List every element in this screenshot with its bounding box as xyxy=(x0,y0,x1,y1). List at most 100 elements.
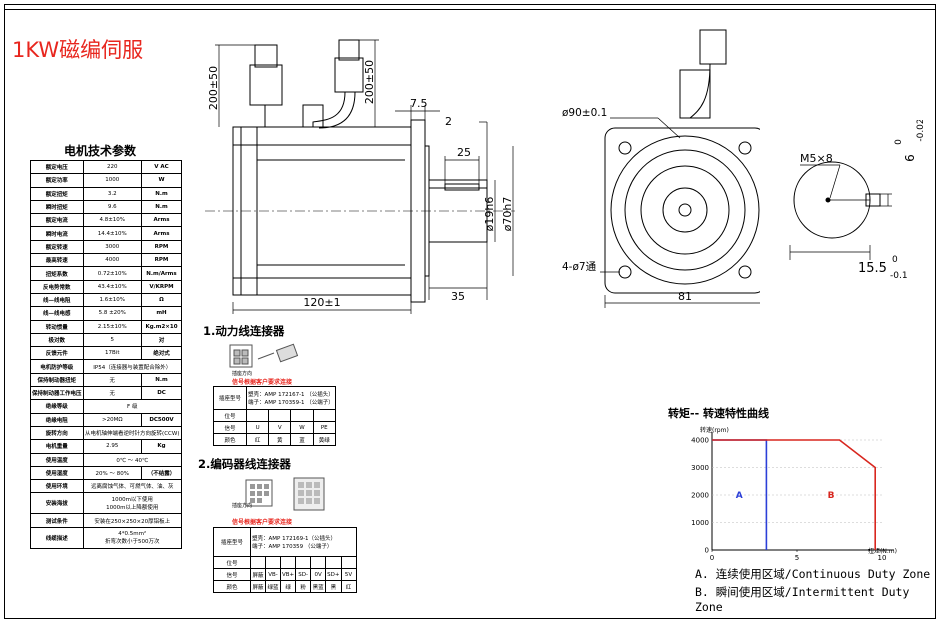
param-key: 使用环境 xyxy=(30,479,84,494)
param-unit: DC xyxy=(140,386,183,401)
param-value: 3.2 xyxy=(82,186,142,201)
param-unit: N.m xyxy=(140,372,183,388)
param-value: >20MΩ xyxy=(82,412,142,427)
param-value: 5.8 ±20% xyxy=(82,306,142,321)
param-value: 43.4±10% xyxy=(82,279,142,294)
power_conn-signal-cell: U xyxy=(245,421,270,434)
param-key: 额定扭矩 xyxy=(30,186,84,201)
power_conn-signal-cell: W xyxy=(290,421,314,434)
power-color-label: 颜色 xyxy=(213,433,247,446)
dim-key-height: 15.5 xyxy=(858,261,887,276)
param-key: 额定电压 xyxy=(30,159,84,175)
power_conn-signal-cell: V xyxy=(268,421,292,434)
power-pos-label: 位号 xyxy=(213,409,247,422)
param-value: 20% ～ 80% xyxy=(82,465,142,481)
dim-35: 35 xyxy=(451,290,465,303)
enc_conn-color-cell: 黑蓝 xyxy=(310,580,327,593)
param-key: 绝缘电阻 xyxy=(30,412,84,427)
param-key: 线缆描述 xyxy=(30,526,84,549)
enc_conn-color-cell: 屏蔽 xyxy=(250,580,266,593)
param-unit: V/KRPM xyxy=(140,279,183,294)
enc_conn-color-cell: 黑 xyxy=(325,580,342,593)
param-key: 使用温度 xyxy=(30,452,84,467)
y-tick-label: 4000 xyxy=(691,437,709,445)
param-key: 线—线电阻 xyxy=(30,292,84,308)
zone-label-a: A xyxy=(736,491,743,501)
curve-title: 转矩-- 转速特性曲线 xyxy=(668,407,769,420)
dim-m5: M5×8 xyxy=(800,152,833,165)
enc_conn-color-cell: 绿蓝 xyxy=(265,580,281,593)
y-axis-label: 转速(rpm) xyxy=(700,426,729,434)
param-unit: V AC xyxy=(140,159,183,175)
dim-cable-2: 200±50 xyxy=(363,60,376,104)
y-tick-label: 2000 xyxy=(691,492,709,500)
y-tick-label: 1000 xyxy=(691,519,709,527)
param-unit: DC500V xyxy=(140,412,183,427)
param-unit: RPM xyxy=(140,253,183,268)
enc_conn-signal-cell: SD- xyxy=(295,568,312,581)
enc_conn-signal-cell: 5V xyxy=(340,568,357,581)
encoder-pos-label: 位号 xyxy=(213,556,251,569)
param-value: 无 xyxy=(82,372,142,388)
param-value: 9.6 xyxy=(82,199,142,215)
dim-2: 2 xyxy=(445,115,452,128)
dim-spigot: ø70h7 xyxy=(501,197,514,232)
encoder-connector-requirement: 信号根据客户要求连接 xyxy=(232,519,293,526)
y-tick-label: 3000 xyxy=(691,464,709,472)
dim-holes: 4-ø7通 xyxy=(562,261,597,273)
param-unit: Arms xyxy=(140,213,183,228)
param-unit: 对 xyxy=(140,332,183,348)
param-value: 安装在250×250×20厚铝板上 xyxy=(82,513,183,528)
param-key: 使用湿度 xyxy=(30,465,84,481)
dim-7-5: 7.5 xyxy=(410,97,428,110)
enc_conn-color-cell: 粉 xyxy=(295,580,312,593)
param-key: 额定转速 xyxy=(30,239,84,255)
param-key: 线—线电感 xyxy=(30,306,84,321)
param-value: 1000 xyxy=(82,173,142,188)
encoder-connector-direction: 插座方向 xyxy=(232,503,253,509)
param-key: 电机防护等级 xyxy=(30,359,84,374)
param-value: 2.15±10% xyxy=(82,319,142,334)
power-signal-label: 信号 xyxy=(213,421,247,434)
front-view-drawing: ø90±0.1 4-ø7通 81 xyxy=(562,29,760,308)
title-strip xyxy=(4,4,936,10)
param-value: F 级 xyxy=(82,399,183,414)
param-value: 无 xyxy=(82,386,142,401)
param-value: 1000m以下使用 1000m以上降额使用 xyxy=(82,492,183,515)
param-key: 保持制动器工作电压 xyxy=(30,386,84,401)
param-unit: N.m xyxy=(140,186,183,201)
param-value: 远离腐蚀气体、可燃气体、油、灰 xyxy=(82,479,183,494)
encoder-model-label: 插座型号 xyxy=(213,527,251,557)
param-key: 最高转速 xyxy=(30,253,84,268)
param-value: 17Bit xyxy=(82,346,142,361)
dim-key-width: 6 xyxy=(903,154,917,162)
encoder-connector-table: 插座型号 塑壳：AMP 172169-1（公插头） 端子：AMP 170359 … xyxy=(213,527,357,593)
enc_conn-signal-cell: 屏蔽 xyxy=(250,568,266,581)
param-value: 220 xyxy=(82,159,142,175)
param-unit: mH xyxy=(140,306,183,321)
enc_conn-signal-cell: VB+ xyxy=(279,568,297,581)
enc_conn-color-cell: 绿 xyxy=(279,580,297,593)
enc_conn-signal-cell: 0V xyxy=(310,568,327,581)
param-key: 瞬时电流 xyxy=(30,226,84,241)
series-line-b xyxy=(712,439,876,550)
param-key: 额定功率 xyxy=(30,173,84,188)
param-row: 旋转方向从电机轴伸端看逆时针方向旋转(CCW) xyxy=(30,425,183,441)
param-unit: Kg.m2×10 xyxy=(140,319,183,334)
